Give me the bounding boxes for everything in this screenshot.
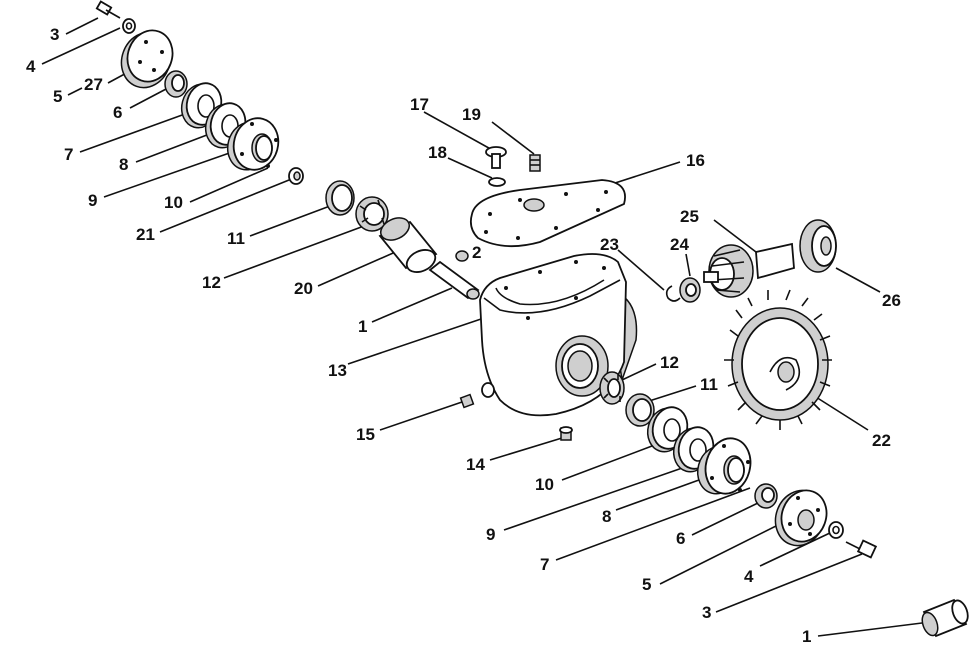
bearing-cup-lower — [625, 393, 655, 427]
callout-6-lower: 6 — [676, 529, 685, 548]
callout-5-upper: 5 — [53, 87, 62, 106]
washer-top — [488, 177, 506, 187]
callout-8-lower: 8 — [602, 507, 611, 526]
callout-labels: 3 4 5 27 6 7 8 9 10 21 11 12 20 1 2 13 1… — [26, 25, 901, 646]
callout-6-upper: 6 — [113, 103, 122, 122]
callout-7-lower: 7 — [540, 555, 549, 574]
callout-1-upper: 1 — [358, 317, 367, 336]
bearing-right — [799, 219, 837, 273]
callout-10-lower: 10 — [535, 475, 554, 494]
cap-screw-lower — [845, 539, 878, 559]
lock-washer-upper — [122, 18, 136, 34]
oil-seal-lower — [754, 483, 778, 509]
oil-seal-upper — [164, 70, 188, 98]
callout-8-upper: 8 — [119, 155, 128, 174]
bearing-cup-upper — [325, 180, 355, 216]
callout-25: 25 — [680, 207, 699, 226]
callout-27: 27 — [84, 75, 103, 94]
breather-plug — [529, 154, 541, 172]
callout-5-lower: 5 — [642, 575, 651, 594]
callout-16: 16 — [686, 151, 705, 170]
callout-26: 26 — [882, 291, 901, 310]
callout-20: 20 — [294, 279, 313, 298]
callout-12-lower: 12 — [660, 353, 679, 372]
gear-housing — [479, 253, 638, 417]
callout-14: 14 — [466, 455, 485, 474]
shaft-lower — [921, 598, 969, 638]
callout-21: 21 — [136, 225, 155, 244]
callout-12-upper: 12 — [202, 273, 221, 292]
callout-17: 17 — [410, 95, 429, 114]
bearing-cone-upper — [355, 196, 389, 232]
drain-plug-bottom — [559, 426, 573, 441]
retaining-ring-right — [665, 285, 681, 302]
spacer-right — [679, 277, 701, 303]
drain-plug-side — [459, 393, 475, 409]
callout-23: 23 — [600, 235, 619, 254]
callout-9-lower: 9 — [486, 525, 495, 544]
callout-22: 22 — [872, 431, 891, 450]
callout-4-upper: 4 — [26, 57, 36, 76]
callout-3-lower: 3 — [702, 603, 711, 622]
snap-ring-upper — [288, 167, 304, 185]
bolt-top — [485, 146, 507, 169]
bearing-cone-lower — [599, 371, 625, 405]
callout-18: 18 — [428, 143, 447, 162]
callout-19: 19 — [462, 105, 481, 124]
callout-4-lower: 4 — [744, 567, 754, 586]
pinion-shaft — [703, 242, 795, 298]
shim-set-lower — [646, 406, 752, 495]
shim-set-upper — [180, 82, 280, 171]
callout-13: 13 — [328, 361, 347, 380]
cap-screw-upper — [95, 0, 121, 19]
pin-small — [455, 250, 469, 262]
callout-1-lower: 1 — [802, 627, 811, 646]
cover-plate-lower — [774, 489, 828, 547]
callout-3-upper: 3 — [50, 25, 59, 44]
ring-gear — [724, 289, 832, 430]
cover-plate-upper — [120, 29, 174, 89]
leader-lines — [41, 17, 931, 637]
callout-11-upper: 11 — [227, 229, 245, 248]
spacer-tube — [378, 217, 438, 273]
callout-9-upper: 9 — [88, 191, 97, 210]
callout-11-lower: 11 — [700, 375, 718, 394]
callout-2: 2 — [472, 243, 481, 262]
callout-15: 15 — [356, 425, 375, 444]
top-cover — [469, 179, 626, 248]
callout-24: 24 — [670, 235, 689, 254]
callout-10-upper: 10 — [164, 193, 183, 212]
callout-7-upper: 7 — [64, 145, 73, 164]
lock-washer-lower — [828, 521, 844, 539]
shaft-upper — [428, 260, 480, 300]
